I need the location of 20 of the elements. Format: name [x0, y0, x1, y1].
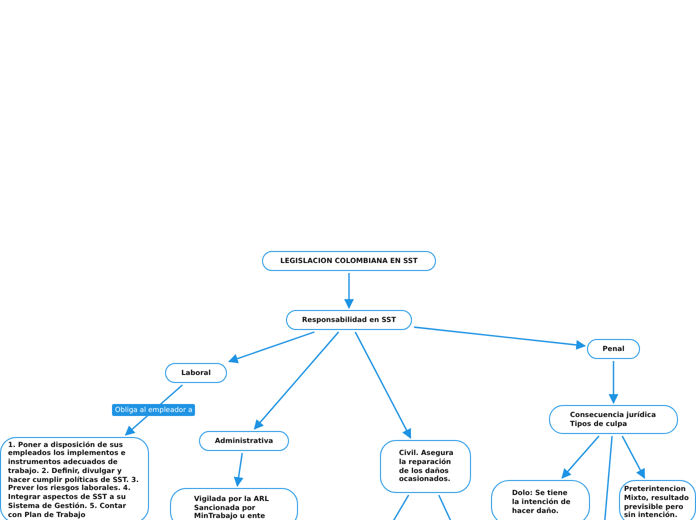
topic-box	[587, 339, 640, 359]
topic-box	[491, 480, 590, 520]
arrow	[414, 326, 586, 350]
arrow	[354, 332, 412, 439]
arrow	[254, 332, 340, 430]
arrow	[622, 436, 646, 479]
topic-box	[165, 363, 227, 383]
topic-box	[549, 405, 678, 434]
arrow	[608, 361, 618, 404]
topic-box	[619, 480, 696, 520]
arrow	[234, 452, 244, 487]
topic-box	[0, 437, 149, 520]
topic-box	[380, 440, 471, 493]
topic-box	[262, 251, 436, 271]
topic-box	[286, 310, 412, 330]
topic-box	[170, 488, 298, 520]
arrow	[561, 436, 600, 479]
topic-box	[199, 431, 289, 451]
arrow	[344, 273, 354, 309]
arrow	[228, 331, 315, 364]
